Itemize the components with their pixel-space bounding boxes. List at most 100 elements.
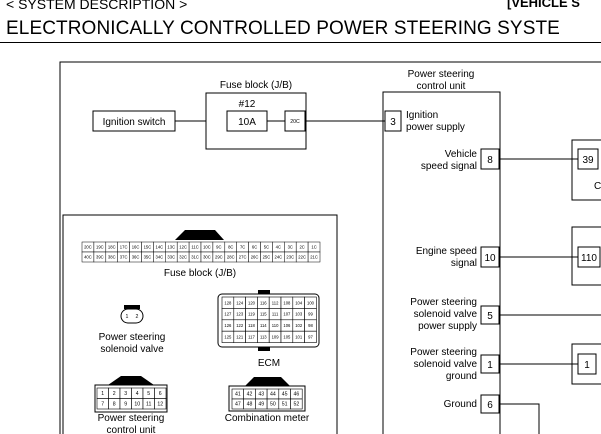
ignition-switch-label: Ignition switch bbox=[103, 117, 166, 128]
ecm-connector-pin: 99 bbox=[308, 312, 313, 317]
ecm-connector-pin: 124 bbox=[236, 300, 244, 305]
meter-connector-pin: 41 bbox=[235, 392, 241, 398]
solenoid-label-a: Power steering bbox=[99, 332, 166, 343]
ecm-connector-pin: 97 bbox=[308, 335, 313, 340]
ecm-connector-pin: 121 bbox=[236, 335, 244, 340]
ecm-connector-pin: 123 bbox=[236, 312, 244, 317]
right-unit-c bbox=[571, 343, 601, 385]
pscu-connector-pin: 2 bbox=[113, 391, 116, 397]
meter-connector-pin: 45 bbox=[282, 392, 288, 398]
pscu-pin-10-label-b: signal bbox=[451, 258, 477, 269]
ecm-connector-cell bbox=[304, 330, 317, 343]
ecm-connector-pin: 100 bbox=[307, 300, 315, 305]
ecm-connector-pin: 118 bbox=[248, 323, 255, 328]
ecm-connector-pin: 122 bbox=[236, 323, 244, 328]
pscu-pin-1-label-b: solenoid valve bbox=[414, 359, 478, 370]
fuse-connector-pin: 7C bbox=[240, 245, 245, 250]
ecm-connector-pin: 112 bbox=[272, 300, 279, 305]
fuse-terminal: 20C bbox=[290, 119, 300, 125]
fuse-connector-pin: 2C bbox=[299, 245, 304, 250]
pscu-pin-1-num: 1 bbox=[487, 360, 493, 371]
pscu-pin-3 bbox=[384, 110, 402, 132]
fuse-block-title: Fuse block (J/B) bbox=[220, 80, 292, 91]
fuse-connector-pin: 11C bbox=[191, 245, 198, 250]
right-pin-39-num: 39 bbox=[582, 155, 594, 166]
fuse-connector-pin: 35C bbox=[144, 255, 152, 260]
fuse-connector-pin: 12C bbox=[179, 245, 187, 250]
pscu-pin-8-label-b: speed signal bbox=[421, 161, 477, 172]
meter-connector-pin: 49 bbox=[258, 402, 264, 408]
fuse-connector-pin: 40C bbox=[84, 255, 92, 260]
pscu-pin-6-label: Ground bbox=[444, 399, 477, 410]
fuse-connector-pin: 26C bbox=[251, 255, 259, 260]
fuse-connector-pin: 27C bbox=[239, 255, 247, 260]
pscu-connector-pin: 11 bbox=[146, 401, 151, 407]
right-pin-110 bbox=[577, 246, 601, 268]
right-pin-39 bbox=[577, 148, 599, 170]
ecm-connector-pin: 110 bbox=[272, 323, 279, 328]
meter-connector-pin: 52 bbox=[293, 402, 299, 408]
fuse-connector-pin: 29C bbox=[215, 255, 223, 260]
right-pin-1 bbox=[577, 353, 597, 375]
pscu-pin-3-label-b: power supply bbox=[406, 122, 465, 133]
meter-connector-pin: 47 bbox=[235, 402, 241, 408]
ecm-connector-pin: 98 bbox=[308, 323, 313, 328]
ecm-connector-pin: 117 bbox=[248, 335, 255, 340]
fuse-connector-pin: 39C bbox=[96, 255, 104, 260]
ecm-connector-pin: 128 bbox=[224, 300, 232, 305]
pscu-pin-1-label-c: ground bbox=[446, 371, 477, 382]
fuse-rating: 10A bbox=[238, 117, 256, 128]
meter-connector-cell bbox=[290, 398, 303, 410]
fuse-connector-cell bbox=[307, 251, 321, 263]
fuse-connector-pin: 31C bbox=[191, 255, 199, 260]
pscu-connector-pin: 10 bbox=[134, 401, 140, 407]
fuse-number: #12 bbox=[239, 99, 256, 110]
fuse-connector-pin: 33C bbox=[167, 255, 175, 260]
fuse-connector-pin: 30C bbox=[203, 255, 211, 260]
fuse-connector-pin: 38C bbox=[108, 255, 116, 260]
pscu-pin-3-label-a: Ignition bbox=[406, 110, 438, 121]
fuse-connector-pin: 1C bbox=[311, 245, 316, 250]
fuse-connector-pin: 15C bbox=[144, 245, 152, 250]
pscu-connector-pin: 5 bbox=[147, 391, 150, 397]
meter-connector-pin: 51 bbox=[282, 402, 288, 408]
meter-label: Combination meter bbox=[225, 413, 310, 424]
fuse-connector-pin: 28C bbox=[227, 255, 235, 260]
fuse-connector-pin: 14C bbox=[156, 245, 164, 250]
ecm-connector-pin: 107 bbox=[283, 312, 291, 317]
solenoid-pin-2: 2 bbox=[136, 314, 139, 320]
solenoid-label-b: solenoid valve bbox=[100, 344, 164, 355]
ecm-connector-pin: 127 bbox=[224, 312, 232, 317]
ecm-connector-pin: 115 bbox=[260, 312, 267, 317]
pscu-pin-3-num: 3 bbox=[390, 117, 396, 128]
fuse-connector-pin: 5C bbox=[264, 245, 269, 250]
pscu-pin-5-num: 5 bbox=[487, 311, 493, 322]
fuse-connector-pin: 17C bbox=[120, 245, 128, 250]
ecm-connector-pin: 101 bbox=[295, 335, 303, 340]
fuse-connector-pin: 3C bbox=[288, 245, 293, 250]
ecm-connector-pin: 114 bbox=[260, 323, 267, 328]
pscu-pin-8-label-a: Vehicle bbox=[445, 149, 478, 160]
meter-connector-pin: 46 bbox=[293, 392, 299, 398]
pscu-pin-10-num: 10 bbox=[484, 253, 496, 264]
fuse-connector-pin: 10C bbox=[203, 245, 211, 250]
pscu-connector-pin: 9 bbox=[124, 401, 127, 407]
pscu-title-2: control unit bbox=[417, 81, 466, 92]
fuse-connector-pin: 13C bbox=[167, 245, 175, 250]
pscu-pin-5-label-a: Power steering bbox=[410, 297, 477, 308]
ecm-connector-pin: 102 bbox=[295, 323, 303, 328]
pscu-pin-10-label-a: Engine speed bbox=[416, 246, 477, 257]
pscu-connector-label-b: control unit bbox=[107, 425, 156, 434]
ecm-connector-pin: 113 bbox=[260, 335, 267, 340]
fuse-connector-pin: 16C bbox=[132, 245, 140, 250]
pscu-pin-5-label-b: solenoid valve bbox=[414, 309, 478, 320]
ecm-connector-pin: 104 bbox=[295, 300, 303, 305]
fuse-connector-pin: 21C bbox=[310, 255, 318, 260]
fuse-connector-pin: 22C bbox=[298, 255, 306, 260]
wire-pin-6-ground bbox=[499, 403, 540, 434]
right-unit-a bbox=[571, 139, 601, 201]
